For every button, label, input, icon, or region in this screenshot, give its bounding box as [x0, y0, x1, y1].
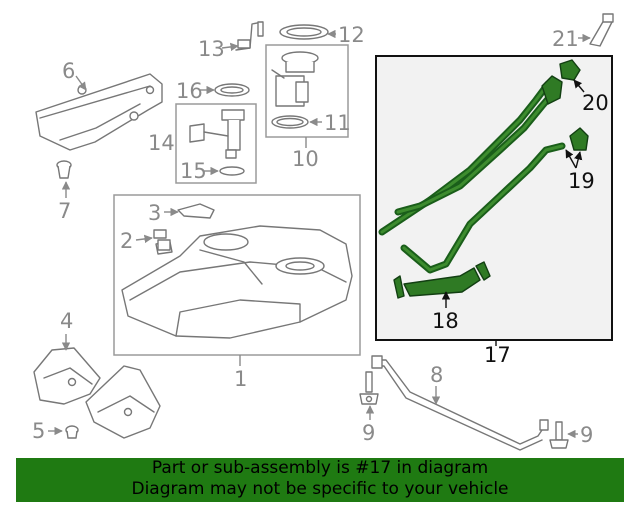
callout-9a: 9: [362, 421, 375, 445]
banner-line-1: Part or sub-assembly is #17 in diagram: [151, 458, 489, 478]
filler-pipe-part-17: [378, 59, 589, 299]
callout-21: 21: [552, 27, 579, 51]
callout-14: 14: [148, 131, 175, 155]
banner-line-2: Diagram may not be specific to your vehi…: [131, 479, 509, 499]
callout-10: 10: [292, 147, 319, 171]
callout-5: 5: [32, 419, 45, 443]
callout-12: 12: [338, 23, 365, 47]
callout-7: 7: [58, 199, 71, 223]
vent-part-21: [589, 13, 614, 47]
shield-part-4: [33, 347, 161, 439]
callout-17: 17: [484, 343, 511, 367]
callout-2: 2: [120, 229, 133, 253]
callout-15: 15: [180, 159, 207, 183]
fuel-tank-box-1: [113, 194, 361, 356]
callout-16: 16: [176, 79, 203, 103]
callout-3: 3: [148, 201, 161, 225]
strap-part-8: [371, 355, 549, 451]
lock-ring-part-12: [279, 24, 329, 40]
valve-part-2: [153, 229, 171, 251]
callout-13: 13: [198, 37, 225, 61]
heat-shield-part-6: [35, 73, 163, 151]
clip-part-7: [56, 160, 72, 179]
callout-9b: 9: [580, 423, 593, 447]
o-ring-part-15: [219, 166, 245, 176]
fuel-pump-part: [271, 51, 319, 107]
seal-part-11: [271, 115, 309, 129]
bolt-part-9b: [549, 421, 569, 449]
callout-4: 4: [60, 309, 73, 333]
callout-11: 11: [324, 111, 351, 135]
callout-19: 19: [568, 169, 595, 193]
callout-8: 8: [430, 363, 443, 387]
grommet-part-5: [65, 425, 79, 439]
bracket-part-3: [177, 203, 215, 219]
info-banner: Part or sub-assembly is #17 in diagram D…: [16, 458, 624, 502]
seal-ring-part-16: [214, 83, 250, 97]
fuel-pump-box-10: [265, 44, 349, 138]
callout-20: 20: [582, 91, 609, 115]
sender-unit-part: [189, 109, 245, 159]
sender-box-14: [175, 103, 257, 184]
callout-1: 1: [234, 367, 247, 391]
callout-18: 18: [432, 309, 459, 333]
bracket-part-13: [235, 21, 264, 51]
fuel-tank-part: [121, 225, 353, 339]
bolt-part-9a: [359, 371, 379, 405]
callout-6: 6: [62, 59, 75, 83]
